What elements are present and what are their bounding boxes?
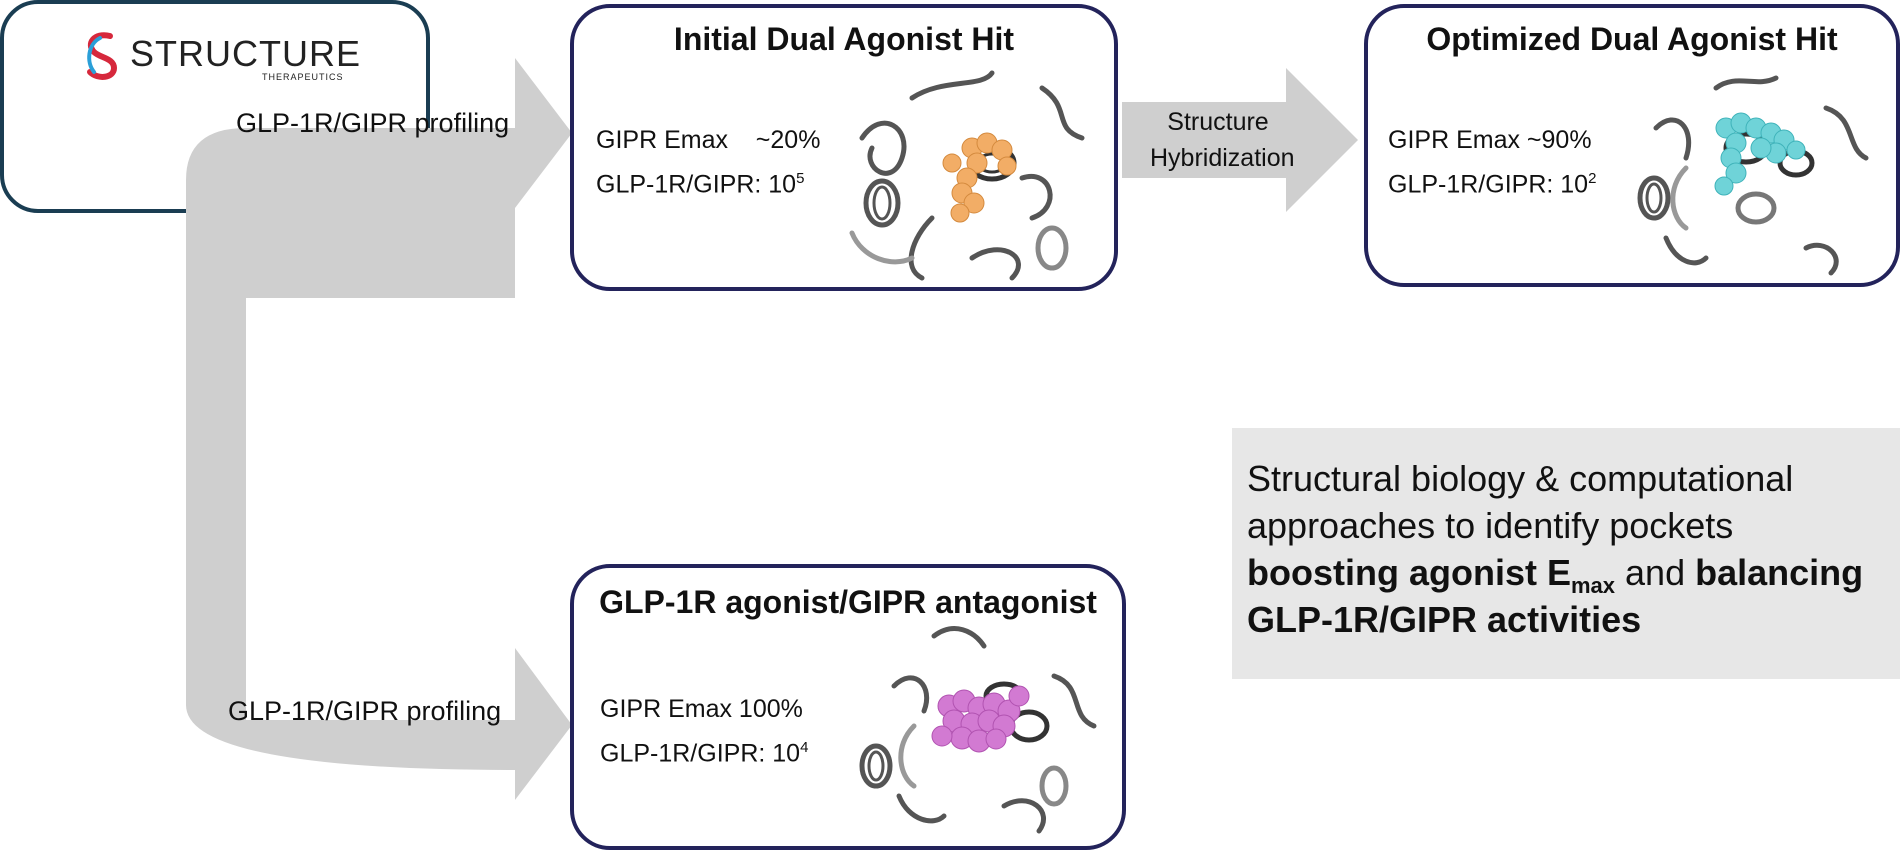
optimized-ratio-exp: 2	[1588, 170, 1597, 187]
antagonist-ratio-row: GLP-1R/GIPR: 104	[600, 729, 808, 772]
optimized-emax-line: GIPR Emax ~90%	[1388, 126, 1592, 154]
initial-ratio-row: GLP-1R/GIPR: 105	[596, 160, 804, 203]
callout-emax-subscript: max	[1570, 573, 1616, 599]
initial-ratio-label: GLP-1R/GIPR: 10	[596, 170, 797, 199]
antagonist-emax-line: GIPR Emax 100%	[600, 695, 803, 723]
hybridization-arrow	[1122, 68, 1358, 212]
top-flow-label: GLP-1R/GIPR profiling	[236, 108, 510, 138]
antagonist-protein-structure-image	[859, 626, 1097, 834]
initial-emax-value: ~20%	[755, 126, 821, 154]
optimized-ratio-label: GLP-1R/GIPR: 10	[1388, 170, 1589, 199]
logo-subtitle: THERAPEUTICS	[262, 72, 344, 82]
hybridization-line2: Hybridization	[1150, 144, 1295, 172]
initial-emax-label: GIPR Emax	[596, 126, 728, 154]
callout-line-2: approaches to identify pockets	[1247, 505, 1734, 546]
initial-hit-title: Initial Dual Agonist Hit	[673, 21, 1015, 57]
optimized-hit-title: Optimized Dual Agonist Hit	[1426, 21, 1838, 57]
structure-logo-icon	[87, 32, 118, 80]
initial-emax-row: GIPR Emax ~20%	[596, 121, 820, 159]
callout-connector: and	[1615, 552, 1696, 593]
bottom-flow-label: GLP-1R/GIPR profiling	[228, 696, 502, 726]
optimized-hit-card: Optimized Dual Agonist Hit GIPR Emax ~90…	[1364, 4, 1900, 287]
callout-bold-balancing: balancing	[1695, 552, 1864, 593]
antagonist-card: GLP-1R agonist/GIPR antagonist GIPR Emax…	[570, 564, 1126, 850]
structural-biology-callout: Structural biology & computational appro…	[1232, 428, 1900, 679]
callout-bold-emax: boosting agonist E	[1247, 552, 1571, 593]
callout-line-3: boosting agonist Emax and balancing	[1247, 549, 1863, 609]
callout-line-4: GLP-1R/GIPR activities	[1247, 596, 1641, 643]
optimized-protein-structure-image	[1637, 75, 1869, 276]
callout-line-1: Structural biology & computational	[1247, 458, 1794, 499]
initial-ratio-exp: 5	[796, 170, 805, 187]
antagonist-ratio-exp: 4	[800, 739, 809, 756]
antagonist-ratio-label: GLP-1R/GIPR: 10	[600, 739, 801, 768]
hybridization-line1: Structure	[1167, 108, 1269, 136]
flow-branch-path	[186, 58, 572, 800]
antagonist-title: GLP-1R agonist/GIPR antagonist	[599, 584, 1097, 620]
initial-hit-card: Initial Dual Agonist Hit GIPR Emax ~20% …	[570, 4, 1118, 291]
callout-bold-activities: GLP-1R/GIPR activities	[1247, 599, 1642, 640]
logo-wordmark: STRUCTURE	[130, 33, 361, 74]
optimized-ratio-row: GLP-1R/GIPR: 102	[1388, 160, 1596, 203]
initial-protein-structure-image	[849, 70, 1085, 281]
hybridization-label: Structure Hybridization	[1150, 104, 1295, 176]
